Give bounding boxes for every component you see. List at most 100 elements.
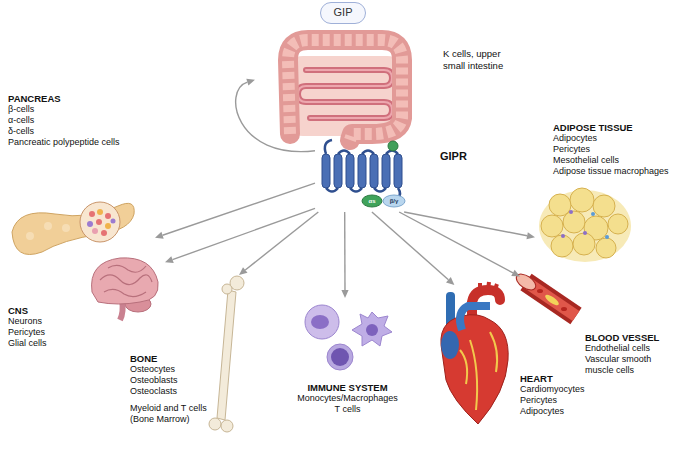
brain-illustration <box>92 258 159 320</box>
cell-type-text: Adipose tissue macrophages <box>553 166 681 177</box>
cell-type-text: Osteoblasts <box>130 375 218 386</box>
bone-illustration <box>209 276 244 432</box>
cell-type-text: Endothelial cells <box>585 343 681 354</box>
cell-type-text: Myeloid and T cells (Bone Marrow) <box>130 403 218 425</box>
immune-cells-illustration-part <box>311 315 329 329</box>
text-area: ADIPOSE TISSUEAdipocytesPericytesMesothe… <box>553 122 681 177</box>
text-area: CNSNeuronsPericytesGlial cells <box>8 305 98 349</box>
pancreas-illustration-part <box>101 230 107 236</box>
gipr-receptor-illustration <box>322 140 405 207</box>
bone-illustration-part <box>221 420 233 432</box>
arrow-head <box>511 270 520 277</box>
blood-vessel-illustration-part <box>544 293 561 307</box>
cell-type-text: Mesothelial cells <box>553 155 681 166</box>
gipr-receptor-illustration-part <box>325 140 332 154</box>
organ-group: PANCREASβ-cellsα-cellsδ-cellsPancreatic … <box>5 90 155 258</box>
organ-heading: BLOOD VESSEL <box>585 332 681 343</box>
immune-cells-illustration-part <box>327 344 353 370</box>
pancreas-illustration-part <box>111 219 116 224</box>
cell-type-text: Neurons <box>8 316 98 327</box>
arrow-line <box>236 82 315 152</box>
gipr-receptor-illustration-part <box>382 154 390 188</box>
cell-type-text: Pericytes <box>520 395 592 406</box>
adipose-illustration-part <box>591 212 595 216</box>
adipose-illustration-part <box>569 210 573 214</box>
signal-arrow <box>399 212 520 277</box>
organ-heading: IMMUNE SYSTEM <box>265 382 430 393</box>
bone-illustration-part <box>217 290 236 420</box>
adipose-illustration-part <box>541 215 563 237</box>
cell-type-text: Vascular smooth muscle cells <box>585 354 681 376</box>
cell-type-text: T cells <box>265 404 430 415</box>
organ-group: CNSNeuronsPericytesGlial cells <box>5 255 165 347</box>
cell-type-text: Cardiomyocytes <box>520 384 592 395</box>
text-area: IMMUNE SYSTEMMonocytes/MacrophagesT cell… <box>265 382 430 415</box>
arrow-line <box>173 208 315 259</box>
cell-type-text: Osteocytes <box>130 364 218 375</box>
pancreas-illustration-part <box>92 228 98 234</box>
adipose-illustration-part <box>563 211 585 233</box>
arrow-head <box>155 232 164 239</box>
organ-heading: BONE <box>130 353 218 364</box>
cell-type-text: Pericytes <box>8 327 98 338</box>
intestine-group: K cells, upper small intestine <box>255 28 565 143</box>
pancreas-illustration-part <box>97 209 103 215</box>
blood-vessel-illustration-part <box>537 289 543 293</box>
cell-type-text: δ-cells <box>8 126 154 137</box>
bone-illustration-part <box>222 284 232 294</box>
organ-group: IMMUNE SYSTEMMonocytes/MacrophagesT cell… <box>265 298 430 416</box>
cell-type-text: β-cells <box>8 104 154 115</box>
adipose-illustration <box>539 188 631 262</box>
gipr-receptor-illustration-part <box>383 195 405 207</box>
gipr-receptor-illustration-part <box>334 154 342 188</box>
signal-arrow <box>155 183 315 238</box>
signal-arrow <box>372 212 454 285</box>
text-area: PANCREASβ-cellsα-cellsδ-cellsPancreatic … <box>8 93 154 148</box>
text-area: K cells, upper small intestine <box>443 48 523 72</box>
pancreas-illustration-part <box>87 221 93 227</box>
immune-cells-illustration <box>305 305 392 370</box>
signal-arrow <box>239 212 318 275</box>
text-area: BONEOsteocytesOsteoblastsOsteoclastsMyel… <box>130 353 218 425</box>
hormone-pill: GIP <box>320 2 366 24</box>
heart-illustration-part <box>460 306 490 330</box>
organ-heading: CNS <box>8 305 98 316</box>
blood-vessel-illustration <box>514 271 576 316</box>
heart-illustration-part <box>460 332 497 410</box>
cell-type-text: Pancreatic polypeptide cells <box>8 137 154 148</box>
intestine-illustration-part <box>288 40 402 140</box>
brain-illustration-part <box>104 289 146 296</box>
pancreas-illustration-part <box>105 213 111 219</box>
blood-vessel-illustration-part <box>561 307 567 311</box>
gipr-receptor-illustration-part <box>358 154 366 188</box>
blood-vessel-illustration-part <box>514 271 539 293</box>
arrow-line <box>245 212 318 270</box>
intestine-illustration-part <box>298 70 392 118</box>
cell-type-text: Adipocytes <box>520 406 592 417</box>
text-area: HEARTCardiomyocytesPericytesAdipocytes <box>520 373 592 417</box>
gipr-receptor-illustration-part <box>394 154 402 188</box>
organ-group: BLOOD VESSELEndothelial cellsVascular sm… <box>520 270 683 380</box>
heart-illustration-part <box>480 282 497 292</box>
intestine-illustration-part <box>298 70 392 118</box>
organ-heading: ADIPOSE TISSUE <box>553 122 681 133</box>
cell-type-text: Glial cells <box>8 338 98 349</box>
arrow-head <box>165 256 174 263</box>
signal-arrow <box>341 212 348 298</box>
organ-group: BONEOsteocytesOsteoblastsOsteoclastsMyel… <box>125 275 245 427</box>
signal-arrow <box>165 208 315 263</box>
arrow-head <box>446 277 454 285</box>
adipose-illustration-part <box>583 231 587 235</box>
gipr-receptor-illustration-part <box>322 154 330 188</box>
cell-type-text: α-cells <box>8 115 154 126</box>
cell-type-text: Adipocytes <box>553 133 681 144</box>
immune-cells-illustration-part <box>352 312 392 346</box>
adipose-illustration-part <box>561 234 565 238</box>
text-area: GIPR <box>440 150 480 163</box>
pancreas-illustration-part <box>26 232 34 240</box>
immune-cells-illustration-part <box>331 348 349 366</box>
heart-illustration-part <box>441 315 508 424</box>
adipose-illustration-part <box>608 214 628 234</box>
gipr-receptor-illustration-part <box>388 141 398 151</box>
cell-type-text: Osteoclasts <box>130 386 218 397</box>
